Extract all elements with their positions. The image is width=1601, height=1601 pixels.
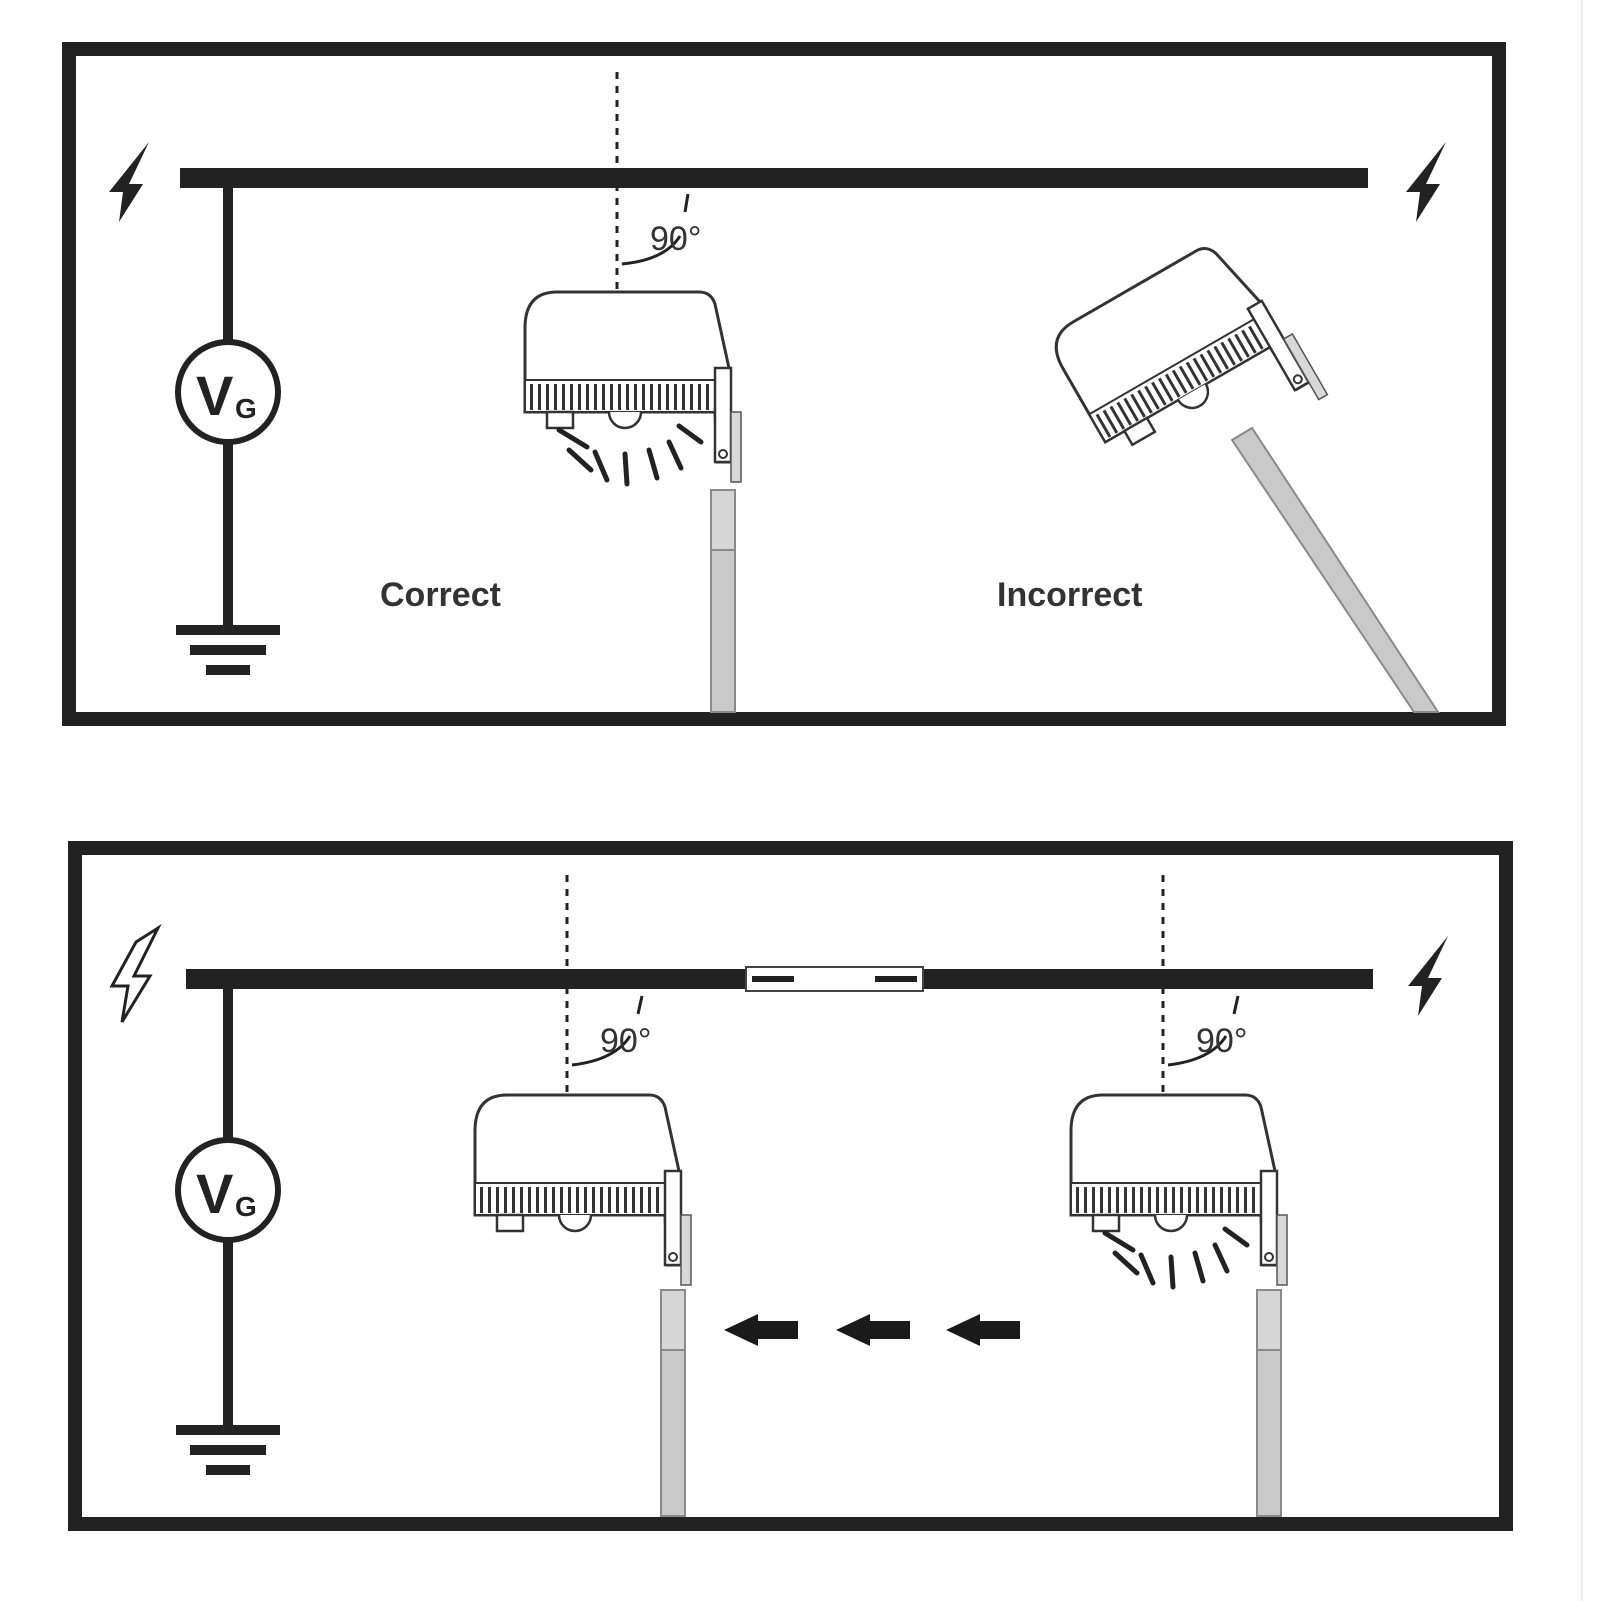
- angle-label-right: 90°: [1196, 1022, 1247, 1060]
- light-rays-icon: [1105, 1229, 1247, 1287]
- power-line-right: [923, 969, 1373, 989]
- power-line-left: [186, 969, 746, 989]
- voltage-source-label: V: [196, 1162, 233, 1225]
- light-rays-icon: [559, 426, 701, 484]
- device-left: [473, 1093, 693, 1287]
- lightning-bolt-icon: [109, 142, 149, 222]
- label-incorrect: Incorrect: [997, 576, 1143, 614]
- angle-label-left: 90°: [600, 1022, 651, 1060]
- device-right: [1069, 1093, 1289, 1287]
- label-correct: Correct: [380, 576, 501, 614]
- lightning-bolt-icon: [110, 926, 160, 1024]
- insulator-inner-left: [752, 976, 794, 982]
- lightning-bolt-icon: [1408, 936, 1448, 1016]
- panel-moving-direction: V G 90° 90°: [68, 841, 1513, 1531]
- angle-label: 90°: [650, 220, 701, 258]
- insulator-inner-right: [875, 976, 917, 982]
- power-line: [180, 168, 1368, 188]
- panel-correct-vs-incorrect: V G 90° Correct Incorrect: [62, 42, 1506, 726]
- angle-arc: [1167, 1035, 1228, 1067]
- voltage-source-subscript: G: [235, 393, 257, 424]
- panel-frame: [68, 841, 1513, 1531]
- voltage-source-subscript: G: [235, 1191, 257, 1222]
- device-correct: [523, 290, 743, 484]
- device-incorrect: [1043, 228, 1329, 505]
- panel-frame: [62, 42, 1506, 726]
- pole-incorrect: [1230, 426, 1440, 713]
- pole-sleeve: [710, 489, 736, 551]
- arrow-left-icon: [836, 1314, 910, 1346]
- angle-tick: [636, 995, 644, 1015]
- pole-sleeve: [1256, 1289, 1282, 1351]
- angle-tick: [683, 193, 690, 213]
- angle-arc: [571, 1035, 632, 1067]
- arrow-left-icon: [946, 1314, 1020, 1346]
- lightning-bolt-icon: [1406, 142, 1446, 222]
- angle-arc: [621, 235, 682, 266]
- angle-tick: [1232, 995, 1240, 1015]
- arrow-left-icon: [724, 1314, 798, 1346]
- voltage-source-label: V: [196, 364, 233, 427]
- ground-symbol-icon: [176, 1425, 280, 1475]
- pole-sleeve: [660, 1289, 686, 1351]
- ground-symbol-icon: [176, 625, 280, 675]
